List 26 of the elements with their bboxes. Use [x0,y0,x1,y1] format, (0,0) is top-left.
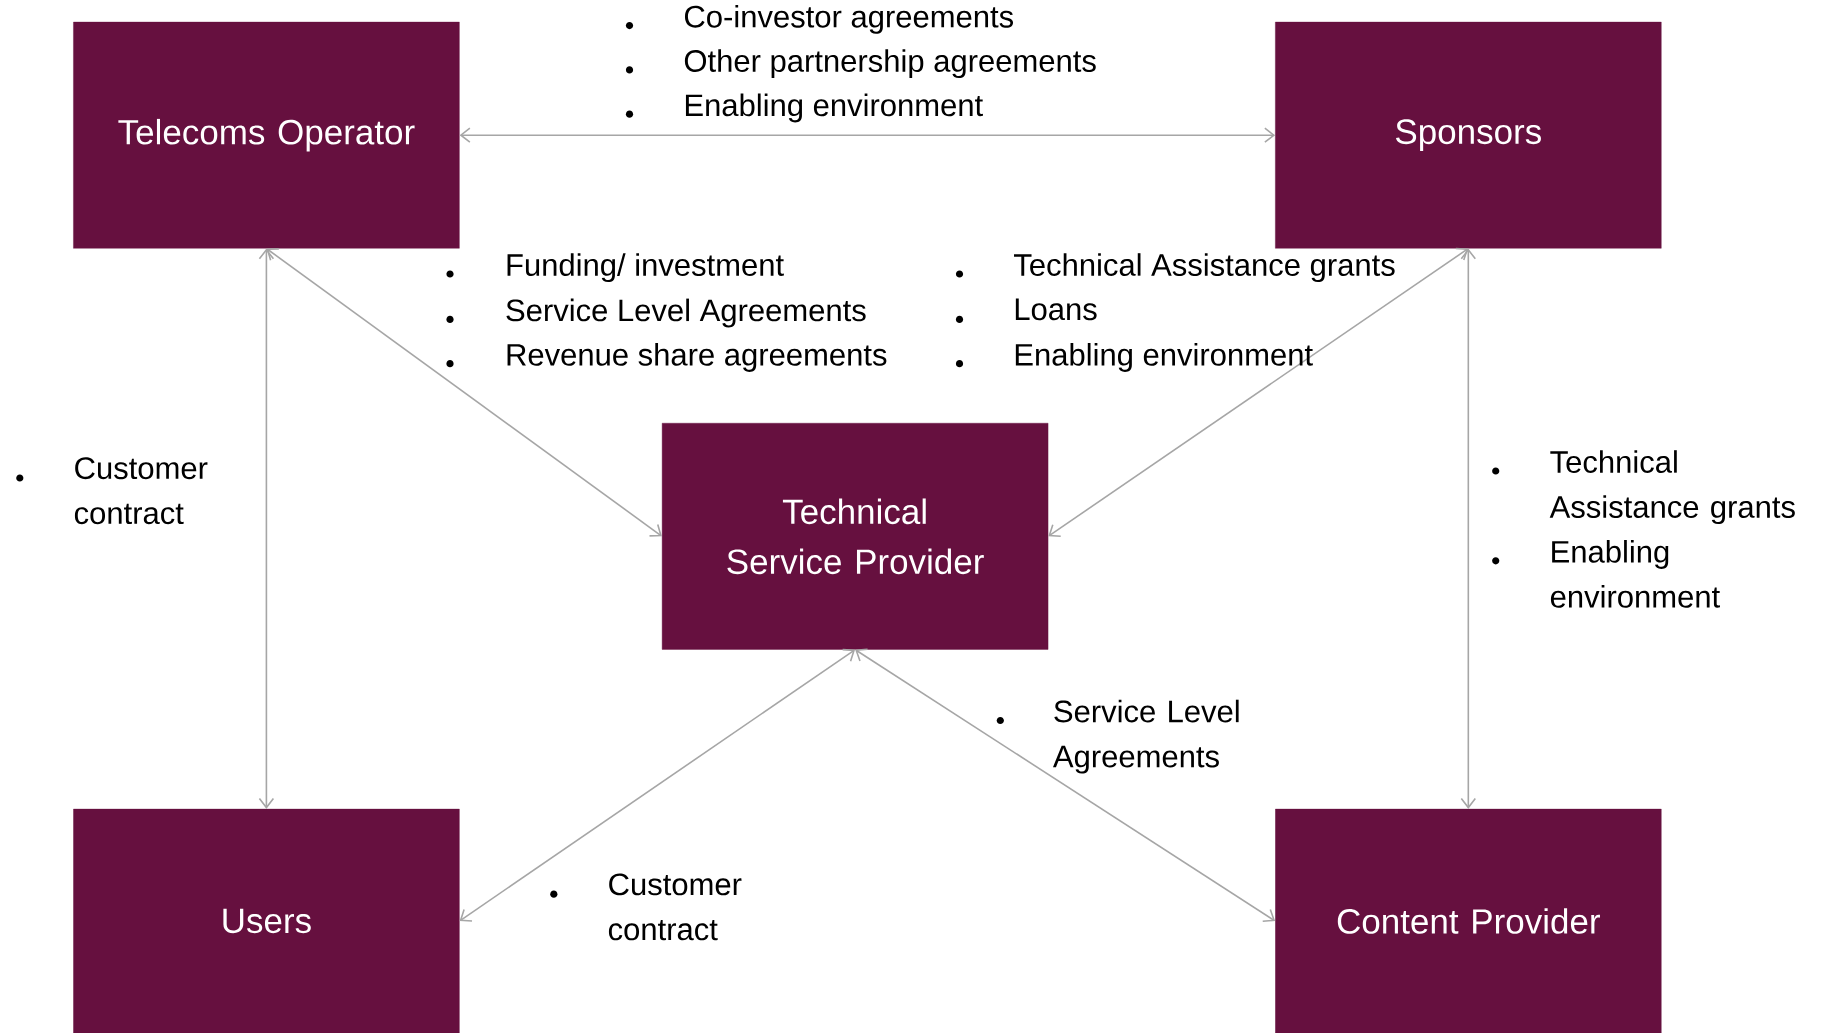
process-box: Sponsors [1275,21,1662,249]
list-item: Other partnership agreements [684,49,1096,79]
list-item: Customer contract [74,457,208,525]
list-item: Revenue share agreements [507,343,887,372]
arrow [266,248,662,537]
list-item: Enabling environment [685,93,983,123]
arrow [258,248,275,809]
list-item: Customer contract [608,873,742,941]
list-item: Loans [1015,298,1097,321]
list-item: Enabling environment [1015,343,1313,372]
process-box: Technical Service Provider [661,423,1049,650]
arrow [1048,247,1469,538]
list-item: Service Level Agreements [1052,699,1239,774]
list-item: Funding/ investment [507,253,784,283]
process-box: Telecoms Operator [73,21,460,249]
list-item: Enabling environment [1550,540,1720,608]
list-item: Technical Assistance grants [1014,253,1395,283]
arrow [459,127,1276,143]
list-item: Technical Assistance grants [1549,450,1795,525]
arrow [459,648,856,922]
list-item: Co-investor agreements [685,4,1013,34]
arrow [855,648,1276,923]
process-box: Users [73,808,460,1033]
process-box: Content Provider [1275,808,1662,1033]
list-item: Service Level Agreements [506,298,866,328]
arrow [1460,248,1477,809]
